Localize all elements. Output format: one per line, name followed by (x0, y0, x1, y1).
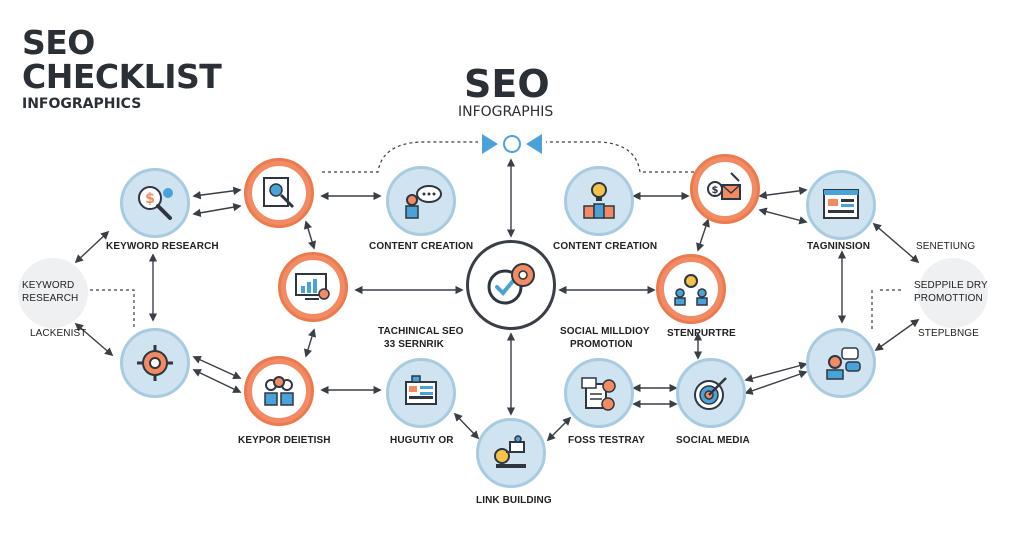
keyword-research-side-label-2: RESEARCH (22, 293, 79, 304)
speech-idea-icon (405, 185, 442, 219)
senetiung-label: SENETIUNG (916, 241, 976, 252)
foss-node (564, 358, 634, 428)
edge-dashed (322, 141, 478, 173)
technical-seo-label-2: 33 SERNRIK (384, 339, 444, 350)
link-building-node (476, 418, 546, 488)
tagninsion-label: TAGNINSION (807, 241, 871, 252)
center-title: SEO (464, 62, 550, 106)
target-icon (694, 377, 727, 410)
edge (192, 355, 242, 380)
foss-label: FOSS TESTRAY (568, 435, 645, 446)
edge (192, 369, 242, 393)
lightbulb-team-icon (583, 182, 615, 219)
content-creation-left-node (386, 166, 456, 236)
edge (872, 222, 920, 264)
keyword-research-side-label-1: KEYWORD (22, 280, 75, 291)
social-media-label: SOCIAL MEDIA (676, 435, 750, 446)
social-promotion-label-2: PROMOTION (570, 339, 633, 350)
content-creation-right-label: CONTENT CREATION (553, 241, 658, 252)
main-title-line1: SEO (22, 23, 95, 62)
left-side-circle (18, 258, 88, 328)
link-building-label: LINK BUILDING (476, 495, 552, 506)
analysis-node (244, 158, 314, 228)
edge (744, 370, 808, 395)
content-creation-right-node (564, 166, 634, 236)
chat-user-icon (826, 347, 861, 380)
edge (303, 220, 317, 250)
profile-magnifier-icon (263, 177, 295, 209)
social-media-node (676, 358, 746, 428)
seppile-label-1: SEDPPILE DRY (914, 280, 988, 291)
edge-dashed (546, 141, 700, 173)
navigation-pointer-icon (482, 134, 542, 154)
social-promotion-label-1: SOCIAL MILLDIOY (560, 326, 650, 337)
link-chain-icon (494, 435, 526, 468)
dollar-envelope-icon: $ (707, 172, 741, 200)
lackenist-label: LACKENIST (30, 328, 87, 339)
edge (546, 416, 572, 442)
technical-seo-label-1: TACHINICAL SEO (378, 326, 464, 337)
tagninsion-node (806, 170, 876, 240)
edge (744, 361, 808, 383)
hugutiy-label: HUGUTIY OR (390, 435, 454, 446)
settings-node (120, 328, 190, 398)
chat-node (806, 328, 876, 398)
dashboard-icon (405, 375, 437, 405)
main-title-line2: CHECKLIST (22, 57, 222, 96)
team-icon (264, 376, 294, 406)
stenpurtre-node (656, 254, 726, 324)
email-marketing-node: $ (690, 154, 760, 224)
center-subtitle: INFOGRAPHIS (458, 104, 554, 120)
edge (192, 203, 242, 217)
svg-text:$: $ (712, 185, 719, 196)
svg-text:$: $ (145, 191, 155, 207)
edge (696, 218, 710, 252)
edge (74, 322, 114, 357)
document-gear-icon (581, 377, 616, 411)
content-creation-left-label: CONTENT CREATION (369, 241, 474, 252)
right-side-circle (918, 258, 988, 328)
steplbnge-label: STEPLBNGE (918, 328, 979, 339)
edge (874, 319, 920, 351)
main-subtitle: INFOGRAPHICS (22, 96, 142, 112)
chart-monitor-icon (295, 273, 330, 300)
webpage-icon (823, 189, 859, 219)
edge (303, 328, 317, 358)
keypor-label: KEYPOR DEIETISH (238, 435, 331, 446)
edge-dashed (90, 289, 135, 330)
analytics-node (278, 252, 348, 322)
seo-hub (466, 240, 556, 330)
edge (192, 186, 242, 200)
edge (758, 186, 808, 200)
edge (74, 230, 110, 264)
checkmark-gear-icon (487, 263, 535, 305)
hugutiy-node (386, 358, 456, 428)
keyword-research-node: $ (120, 168, 190, 238)
edge (758, 207, 808, 225)
seppile-label-2: PROMOTTION (914, 293, 983, 304)
dollar-search-icon: $ (138, 186, 173, 220)
team-node (244, 356, 314, 426)
edge (453, 412, 480, 440)
gear-icon (137, 345, 173, 381)
keyword-research-label: KEYWORD RESEARCH (106, 241, 219, 252)
idea-people-icon (674, 274, 708, 306)
stenpurtre-label: STENPURTRE (667, 328, 736, 339)
